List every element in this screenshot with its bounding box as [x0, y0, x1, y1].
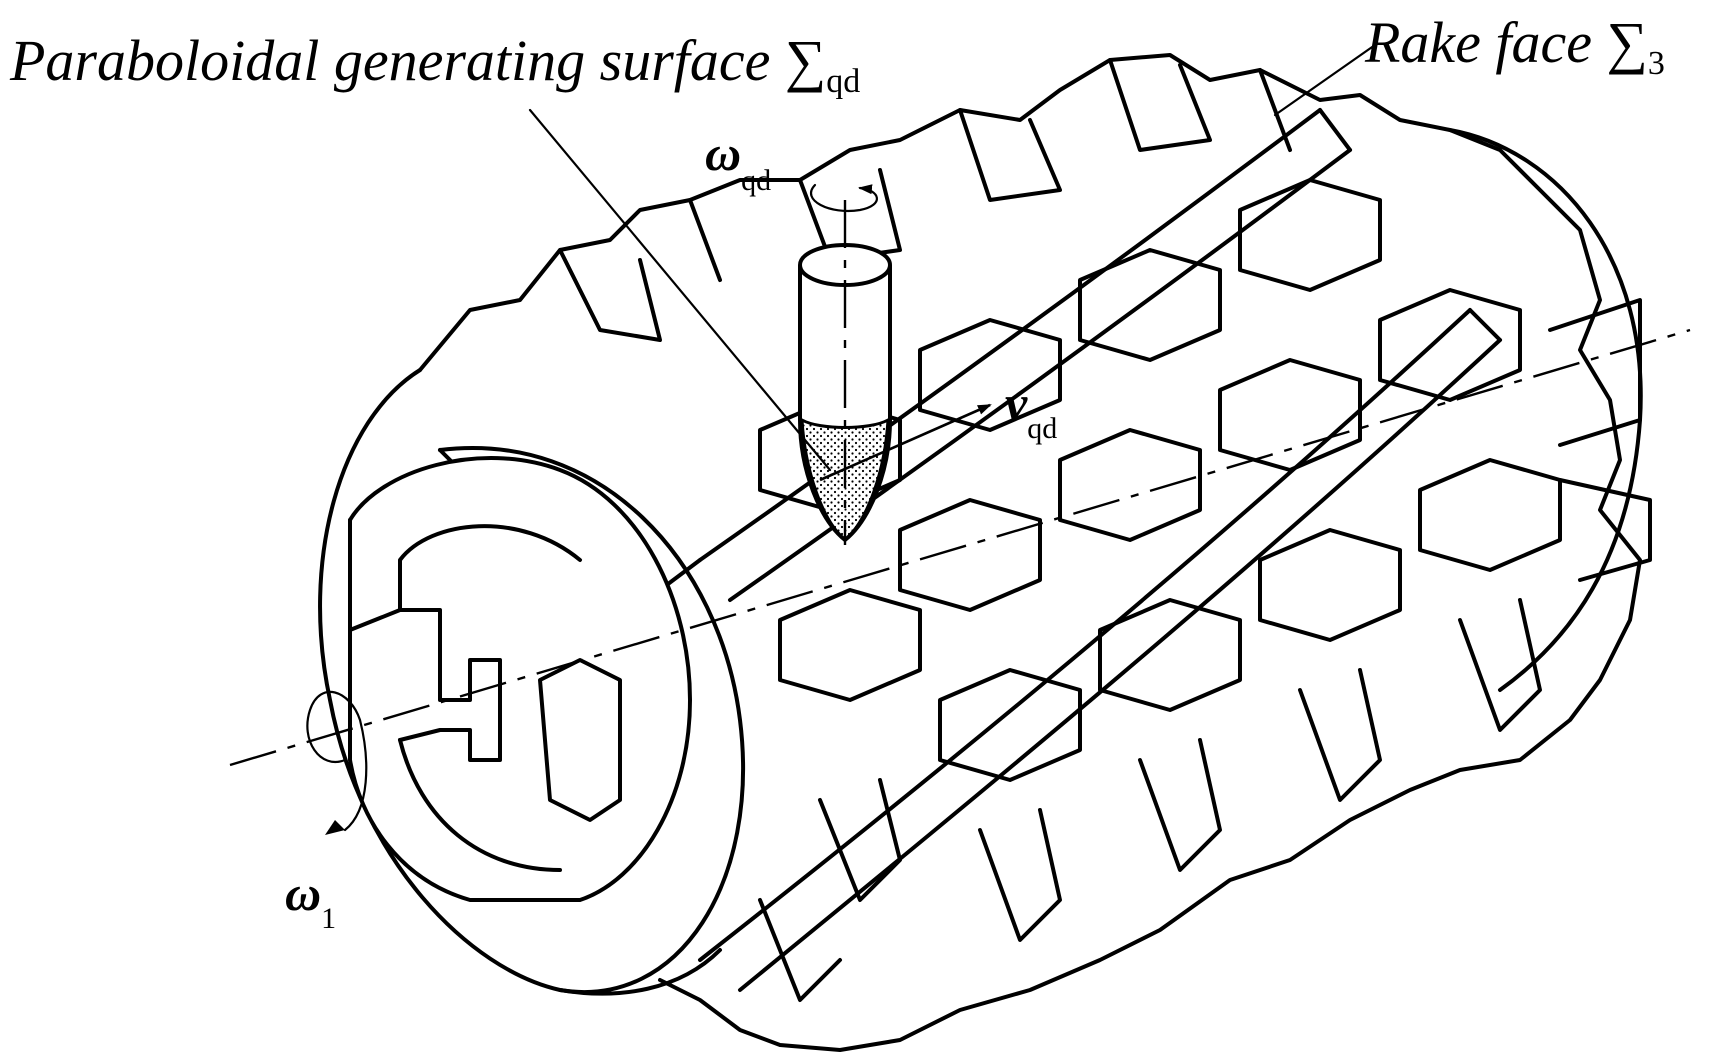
omega-qd-rotation-arrow — [809, 183, 878, 213]
omega-qd-label: ωqd — [705, 125, 771, 197]
v-qd-label: vqd — [1005, 375, 1057, 445]
hob-axis — [229, 328, 1691, 767]
hob-body — [418, 53, 1652, 1052]
omega-1-rotation-ellipse — [306, 690, 368, 832]
omega-1-label: ω1 — [285, 865, 336, 935]
v-qd-arrow — [819, 403, 992, 482]
omega-1-arrowhead — [325, 820, 345, 835]
rake-face-leader-line — [1273, 43, 1377, 117]
rake-face-label: Rake face ∑3 — [1364, 10, 1665, 82]
hob-teeth — [558, 58, 1562, 1002]
helical-flutes — [658, 108, 1502, 992]
paraboloidal-surface-label: Paraboloidal generating surface ∑qd — [9, 28, 860, 100]
hob-hub — [318, 368, 746, 996]
grinding-tool — [798, 183, 892, 545]
paraboloid-leader-line — [528, 108, 832, 472]
